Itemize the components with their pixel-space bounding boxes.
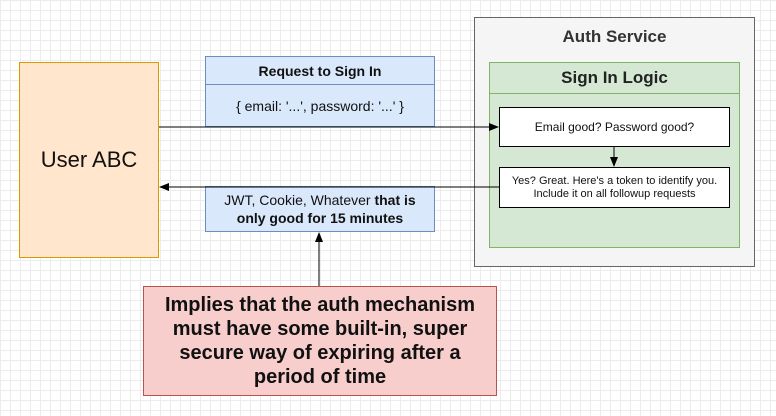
credentials-check-box: Email good? Password good? <box>499 107 730 147</box>
token-issue-text: Yes? Great. Here's a token to identify y… <box>512 175 717 201</box>
expiry-note-box: Implies that the auth mechanism must hav… <box>143 286 497 396</box>
auth-service-title: Auth Service <box>562 26 667 46</box>
token-line-2: Include it on all followup requests <box>533 187 696 200</box>
expiry-note-text: Implies that the auth mechanism must hav… <box>164 294 476 388</box>
request-title: Request to Sign In <box>206 57 434 85</box>
response-text-bold: that is only good for 15 minutes <box>236 192 416 226</box>
response-text: JWT, Cookie, Whatever that is only good … <box>212 191 428 227</box>
user-label: User ABC <box>40 147 138 172</box>
credentials-check-text: Email good? Password good? <box>534 120 695 134</box>
request-box: Request to Sign In { email: '...', passw… <box>205 56 435 127</box>
response-text-normal: JWT, Cookie, Whatever <box>224 192 375 208</box>
sign-in-logic-container: Sign In Logic <box>489 62 740 248</box>
request-body: { email: '...', password: '...' } <box>236 97 404 114</box>
user-box: User ABC <box>19 62 159 258</box>
response-box: JWT, Cookie, Whatever that is only good … <box>205 186 435 232</box>
token-issue-box: Yes? Great. Here's a token to identify y… <box>499 167 730 208</box>
sign-in-logic-title: Sign In Logic <box>490 63 739 94</box>
token-line-1: Yes? Great. Here's a token to identify y… <box>511 174 718 187</box>
